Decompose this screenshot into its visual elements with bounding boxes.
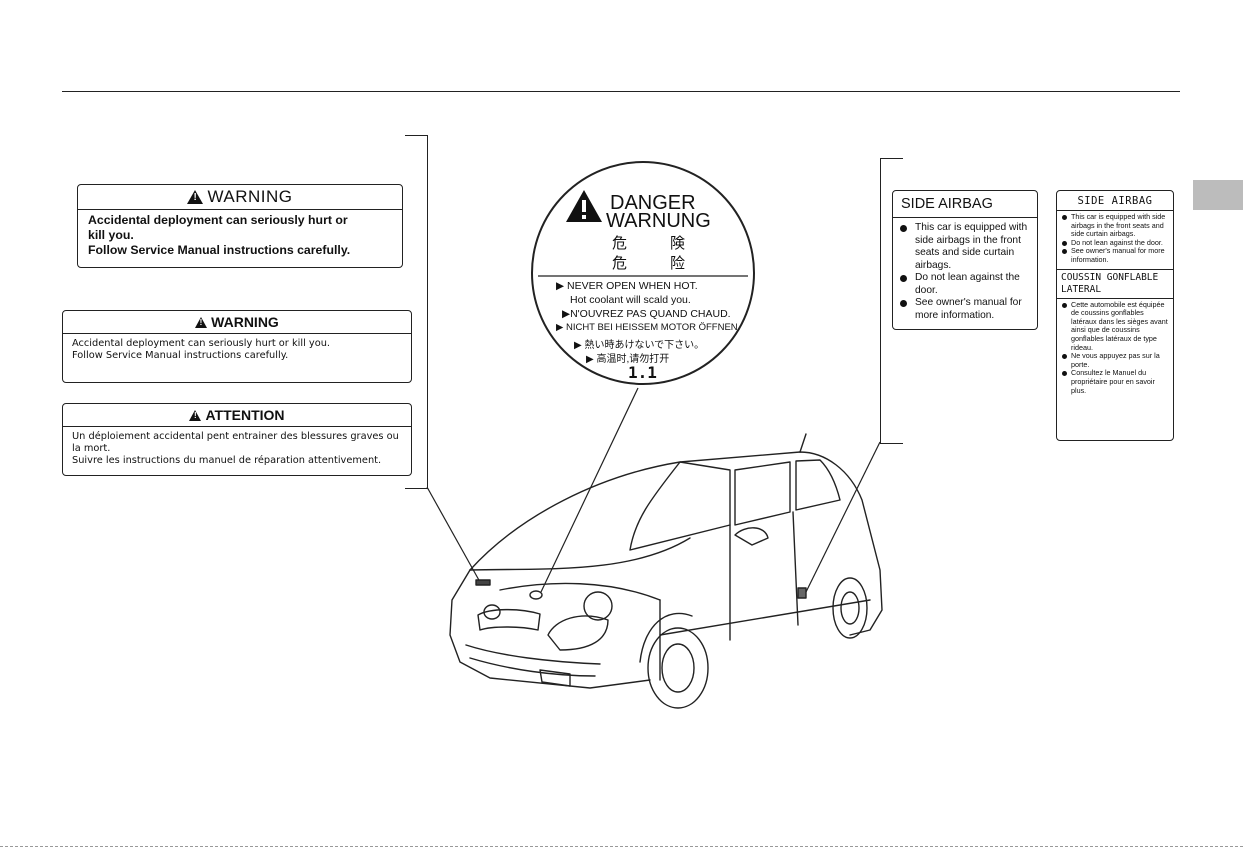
cap-instruction: ▶ 熱い時あけないで下さい。 [574, 340, 705, 351]
danger-text: DANGER [610, 192, 696, 214]
warning-line: Follow Service Manual instructions caref… [72, 350, 289, 361]
radiator-cap-label: DANGER WARNUNG 危 険 危 险 ▶ NEVER OPEN WHEN… [530, 160, 756, 386]
side-airbag-item: Do not lean against the door. [899, 272, 1031, 297]
warning-heading-text: WARNING [211, 314, 279, 330]
side-airbag-item: This car is equipped with side airbags i… [1061, 212, 1169, 239]
kanji-text: 险 [670, 255, 686, 272]
attention-label: ATTENTION Un déploiement accidental pent… [62, 403, 412, 476]
side-airbag-title: SIDE AIRBAG [1057, 191, 1173, 211]
warnung-text: WARNUNG [606, 210, 711, 232]
car-illustration [449, 433, 883, 709]
leader-hood-label [426, 486, 481, 583]
warning-heading: WARNING [63, 311, 411, 334]
kanji-text: 険 [670, 235, 686, 252]
cap-instruction: Hot coolant will scald you. [570, 294, 691, 306]
warning-line: Accidental deployment can seriously hurt… [72, 338, 331, 349]
warning-label-plain: WARNING Accidental deployment can seriou… [62, 310, 412, 383]
side-airbag-item-fr: Cette automobile est équipée de coussins… [1061, 300, 1169, 353]
section-tab [1193, 180, 1243, 210]
warning-triangle-icon [195, 316, 208, 328]
left-callout-bracket [405, 135, 428, 489]
attention-heading: ATTENTION [63, 404, 411, 427]
warning-triangle-icon [189, 409, 202, 421]
kanji-text: 危 [612, 255, 628, 272]
side-airbag-item: Do not lean against the door. [1061, 238, 1169, 248]
side-airbag-item-fr: Ne vous appuyez pas sur la porte. [1061, 351, 1169, 369]
right-callout-bracket [880, 158, 903, 444]
cap-instruction: ▶ 高温时,请勿打开 [586, 354, 670, 365]
kanji-text: 危 [612, 235, 628, 252]
side-airbag-label-bilingual: SIDE AIRBAG This car is equipped with si… [1056, 190, 1174, 441]
leader-radiator-cap [540, 387, 639, 593]
side-airbag-label: SIDE AIRBAG This car is equipped with si… [892, 190, 1038, 330]
attention-line: Un déploiement accidental pent entrainer… [72, 431, 399, 442]
side-airbag-item-fr: Consultez le Manuel du propriétaire pour… [1061, 369, 1169, 395]
radiator-cap-outline [531, 161, 755, 385]
warning-label-bold: WARNING Accidental deployment can seriou… [77, 184, 403, 268]
leader-door-label [805, 441, 881, 593]
side-airbag-title: SIDE AIRBAG [893, 191, 1037, 218]
header-rule [62, 91, 1180, 92]
cap-instruction: ▶N'OUVREZ PAS QUAND CHAUD. [562, 308, 731, 320]
attention-line: la mort. [72, 443, 111, 454]
cap-instruction: ▶ NICHT BEI HEISSEM MOTOR ÖFFNEN. [556, 322, 741, 333]
warning-heading-text: WARNING [207, 187, 293, 206]
attention-heading-text: ATTENTION [205, 407, 285, 423]
warning-heading: WARNING [78, 185, 402, 210]
warning-triangle-icon [187, 190, 204, 204]
warning-line: Accidental deployment can seriously hurt… [88, 213, 348, 227]
side-airbag-item: This car is equipped with side airbags i… [899, 222, 1031, 272]
warning-line: kill you. [88, 228, 134, 242]
attention-line: Suivre les instructions du manuel de rép… [72, 455, 382, 466]
page-trim-line [0, 846, 1243, 847]
side-airbag-title-fr: COUSSIN GONFLABLE LATERAL [1057, 268, 1173, 299]
cap-instruction: ▶ NEVER OPEN WHEN HOT. [556, 280, 698, 292]
cap-rating: 1.1 [628, 363, 657, 382]
side-airbag-item: See owner's manual for more information. [899, 297, 1031, 322]
side-airbag-item: See owner's manual for more information. [1061, 247, 1169, 264]
warning-line: Follow Service Manual instructions caref… [88, 243, 351, 257]
